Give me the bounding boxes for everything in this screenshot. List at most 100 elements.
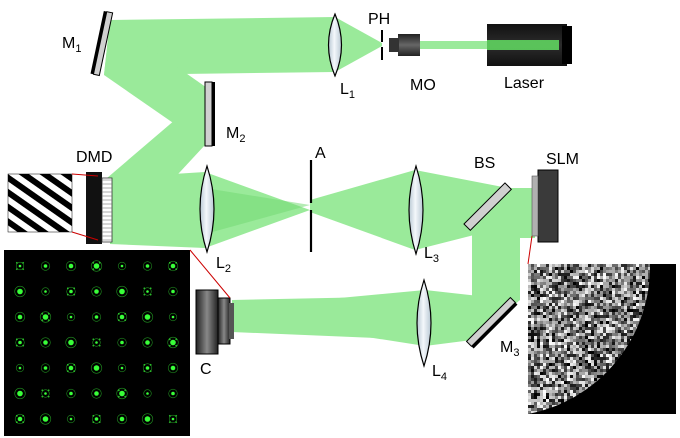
focal-spot — [91, 312, 102, 322]
mirror-m2 — [204, 81, 215, 147]
focal-spot — [39, 413, 52, 425]
focal-spot — [117, 363, 127, 373]
focal-spot — [167, 260, 179, 272]
label-slm: SLM — [546, 151, 579, 168]
laser-window — [487, 40, 559, 50]
focal-spot — [168, 388, 178, 399]
laser-end-cap — [562, 26, 572, 64]
beam-l4-to-camera-c — [232, 296, 425, 340]
focal-spot — [65, 362, 77, 374]
focal-spot — [117, 337, 127, 348]
label-bs: BS — [474, 155, 495, 172]
beam-laser-to-mo — [410, 41, 490, 49]
focal-spot — [142, 337, 153, 348]
focal-spot — [66, 286, 76, 297]
focal-spot — [40, 337, 51, 348]
beam-paths — [100, 17, 535, 346]
label-c: C — [200, 361, 212, 378]
focal-spot — [90, 362, 103, 374]
microscope-objective — [389, 34, 420, 56]
label-l2: L2 — [216, 255, 231, 275]
label-l4: L4 — [432, 363, 447, 383]
focal-spot — [14, 413, 26, 425]
mirror-m3 — [465, 296, 518, 349]
focal-spot-array — [14, 260, 179, 425]
focal-spot — [91, 388, 102, 399]
focal-spot — [116, 387, 128, 400]
label-dmd: DMD — [76, 149, 112, 166]
focal-spot — [142, 261, 153, 271]
focal-spot — [92, 338, 101, 347]
focal-spot — [116, 311, 128, 323]
label-l1: L1 — [340, 81, 355, 101]
slm-device — [531, 169, 559, 243]
focal-spot — [66, 388, 76, 399]
slm-phase-inset — [528, 264, 676, 414]
label-m3: M3 — [500, 339, 519, 359]
focal-spot — [39, 311, 52, 323]
focal-spot — [40, 363, 51, 373]
focal-spot — [15, 261, 25, 271]
focal-spot — [167, 362, 179, 374]
focal-spot — [41, 389, 50, 398]
lens-l3 — [408, 164, 424, 256]
focal-spot — [14, 311, 26, 323]
connector-slm — [527, 235, 533, 265]
focal-spot — [65, 336, 77, 349]
beam-ph-to-l1 — [335, 17, 382, 72]
focal-spot — [65, 260, 77, 272]
dmd-micromirror-lines — [102, 179, 112, 241]
focal-spot — [15, 337, 25, 348]
beam-m3-to-l4 — [425, 290, 515, 346]
connector-camera-top — [189, 249, 231, 299]
focal-spot — [141, 413, 154, 425]
camera-output-inset — [4, 250, 190, 436]
laser — [487, 24, 572, 66]
focal-spot — [168, 414, 178, 424]
label-ph: PH — [368, 11, 390, 28]
beam-dmd-to-l2 — [110, 172, 205, 248]
connector-dmd-top — [71, 173, 99, 177]
focal-spot — [116, 285, 128, 298]
focal-spot — [117, 261, 127, 271]
lens-l4 — [416, 278, 432, 368]
label-l3: L3 — [424, 245, 439, 265]
focal-spot — [41, 287, 50, 296]
focal-spot — [116, 413, 128, 425]
focal-spot — [168, 312, 178, 322]
focal-spot — [168, 286, 178, 297]
label-laser: Laser — [504, 75, 545, 92]
lens-l2 — [199, 164, 215, 254]
label-mo: MO — [410, 77, 436, 94]
beam-l2-to-a-inner — [205, 188, 310, 234]
lens-l1 — [327, 12, 343, 78]
beam-a-to-l3 — [310, 170, 415, 250]
focal-spot — [66, 414, 76, 424]
focal-spot — [167, 336, 179, 349]
focal-spot — [66, 312, 76, 322]
focal-spot — [141, 311, 154, 323]
connector-dmd-bottom — [71, 231, 99, 241]
mirror-m1 — [90, 11, 114, 77]
focal-spot — [15, 363, 25, 373]
camera-c — [195, 289, 234, 355]
focal-spot — [91, 414, 102, 424]
focal-spot — [91, 286, 102, 297]
mo-nose — [389, 38, 399, 52]
beam-l2-to-a-outer — [205, 172, 310, 248]
focal-spot — [143, 389, 152, 398]
label-a: A — [315, 145, 326, 162]
label-m1: M1 — [62, 35, 81, 55]
focal-spot — [14, 285, 26, 298]
focal-spot — [90, 260, 103, 272]
beam-l3-to-bs — [415, 170, 508, 250]
dmd-pattern-inset — [7, 173, 73, 233]
beamsplitter-bs — [463, 182, 513, 232]
focal-spot — [142, 363, 153, 373]
focal-spot — [14, 387, 26, 400]
dmd-device — [86, 172, 113, 244]
mo-body — [398, 34, 420, 56]
focal-spot — [40, 261, 51, 271]
